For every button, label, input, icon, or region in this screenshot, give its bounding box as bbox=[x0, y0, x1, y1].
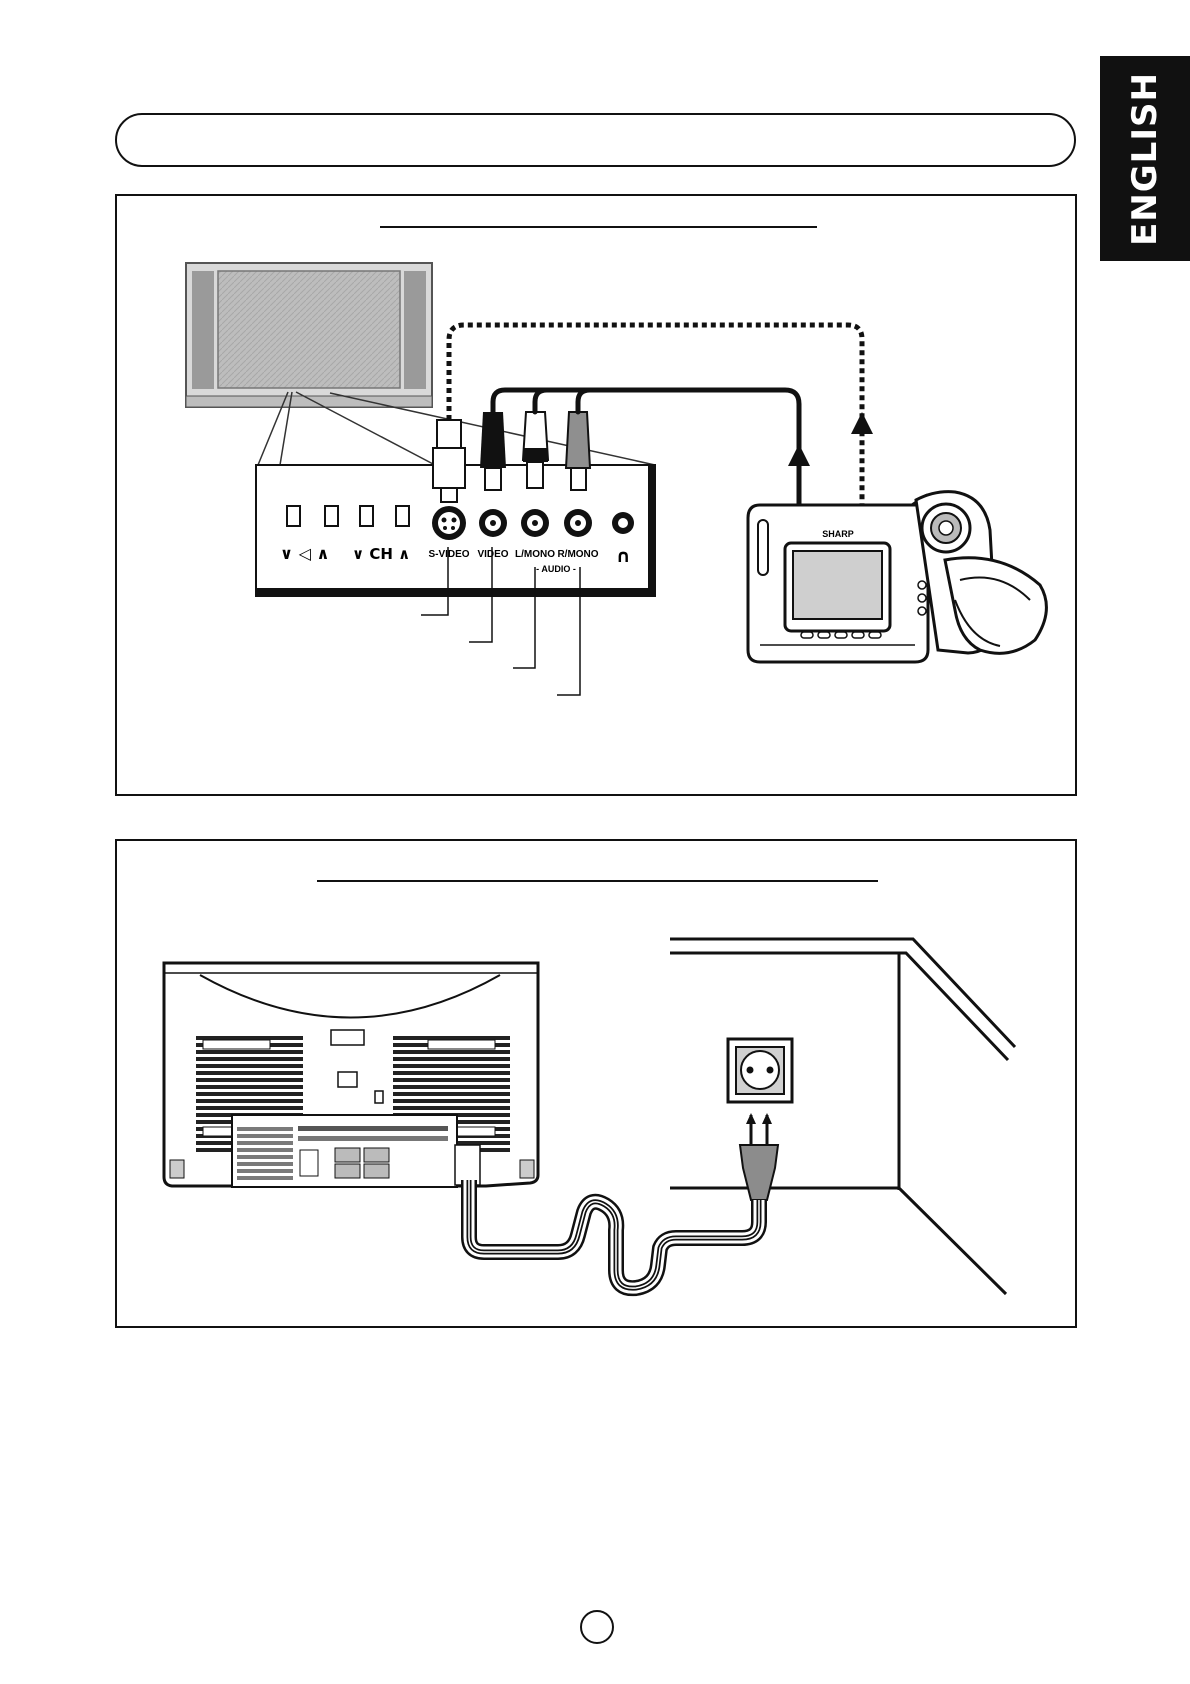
volume-label: ∨ ◁ ∧ bbox=[280, 544, 329, 563]
jack-label-video: VIDEO bbox=[477, 549, 508, 560]
jack-label-svideo: S-VIDEO bbox=[428, 549, 469, 560]
arrow-up-icon bbox=[851, 412, 873, 434]
front-button bbox=[395, 505, 410, 527]
power-plug-illustration bbox=[738, 1113, 780, 1201]
language-tab: ENGLISH bbox=[1100, 56, 1190, 261]
svideo-jack bbox=[432, 506, 466, 540]
tv-back-illustration bbox=[162, 961, 540, 1188]
video-plug bbox=[480, 412, 506, 491]
svideo-cable-dashed bbox=[446, 322, 865, 505]
power-cord bbox=[461, 1180, 767, 1297]
video-jack bbox=[479, 509, 507, 537]
camcorder-brand: SHARP bbox=[822, 529, 854, 539]
av-connection-panel bbox=[115, 194, 1077, 796]
tv-front-illustration bbox=[185, 262, 433, 408]
wall-corner bbox=[670, 937, 1017, 1296]
audio-left-jack bbox=[521, 509, 549, 537]
callout-lines bbox=[421, 547, 581, 696]
audio-group-label: - AUDIO - bbox=[536, 564, 576, 574]
jack-label-right: R/MONO bbox=[557, 549, 598, 560]
camcorder-illustration: SHARP bbox=[746, 490, 1048, 664]
front-button bbox=[324, 505, 339, 527]
audio-left-plug bbox=[521, 411, 550, 489]
wall-socket-illustration bbox=[726, 1037, 794, 1104]
arrow-up-icon bbox=[788, 444, 810, 466]
jack-label-left: L/MONO bbox=[515, 549, 555, 560]
svideo-plug bbox=[432, 419, 466, 503]
headphone-jack bbox=[612, 512, 634, 534]
front-button bbox=[286, 505, 301, 527]
headphone-icon: ∩ bbox=[616, 546, 631, 567]
audio-right-plug bbox=[564, 411, 592, 491]
channel-label: ∨ CH ∧ bbox=[352, 545, 410, 563]
power-connection-panel bbox=[115, 839, 1077, 1328]
page-title-bar bbox=[115, 113, 1076, 167]
front-button bbox=[359, 505, 374, 527]
page-number-circle bbox=[580, 1610, 614, 1644]
av-cables bbox=[490, 387, 802, 513]
audio-right-jack bbox=[564, 509, 592, 537]
